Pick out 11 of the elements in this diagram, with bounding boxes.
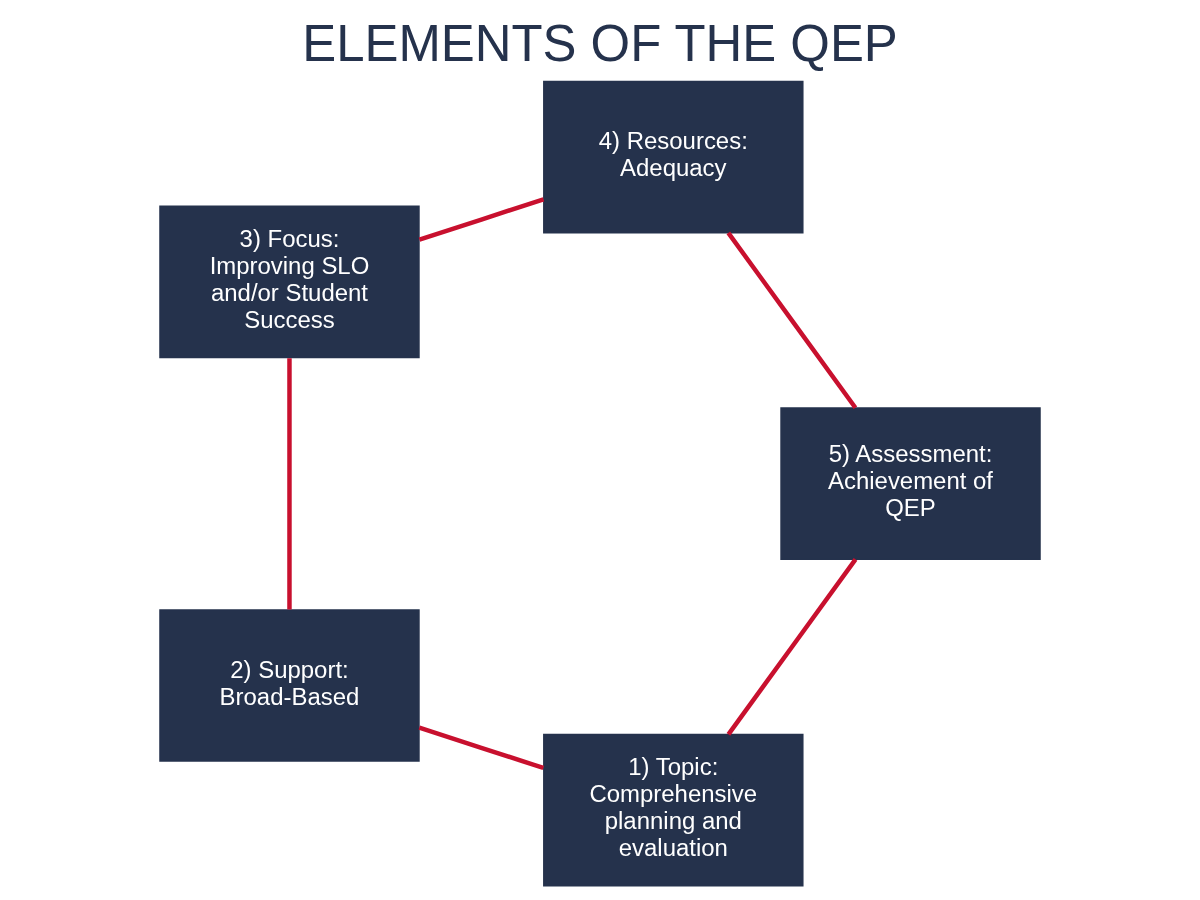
connector — [726, 558, 858, 736]
connector — [287, 358, 292, 610]
node-box: 2) Support: Broad-Based — [159, 609, 420, 762]
connector — [418, 197, 545, 242]
node-box: 1) Topic: Comprehensive planning and evaluation — [543, 733, 804, 887]
node-box: 4) Resources: Adequacy — [543, 80, 804, 234]
node-box: 3) Focus: Improving SLO and/or Student Success — [159, 205, 420, 359]
connector — [418, 725, 545, 771]
diagram-title: ELEMENTS OF THE QEP — [302, 14, 898, 72]
connector — [726, 231, 858, 410]
node-box: 5) Assessment: Achievement of QEP — [780, 407, 1041, 560]
